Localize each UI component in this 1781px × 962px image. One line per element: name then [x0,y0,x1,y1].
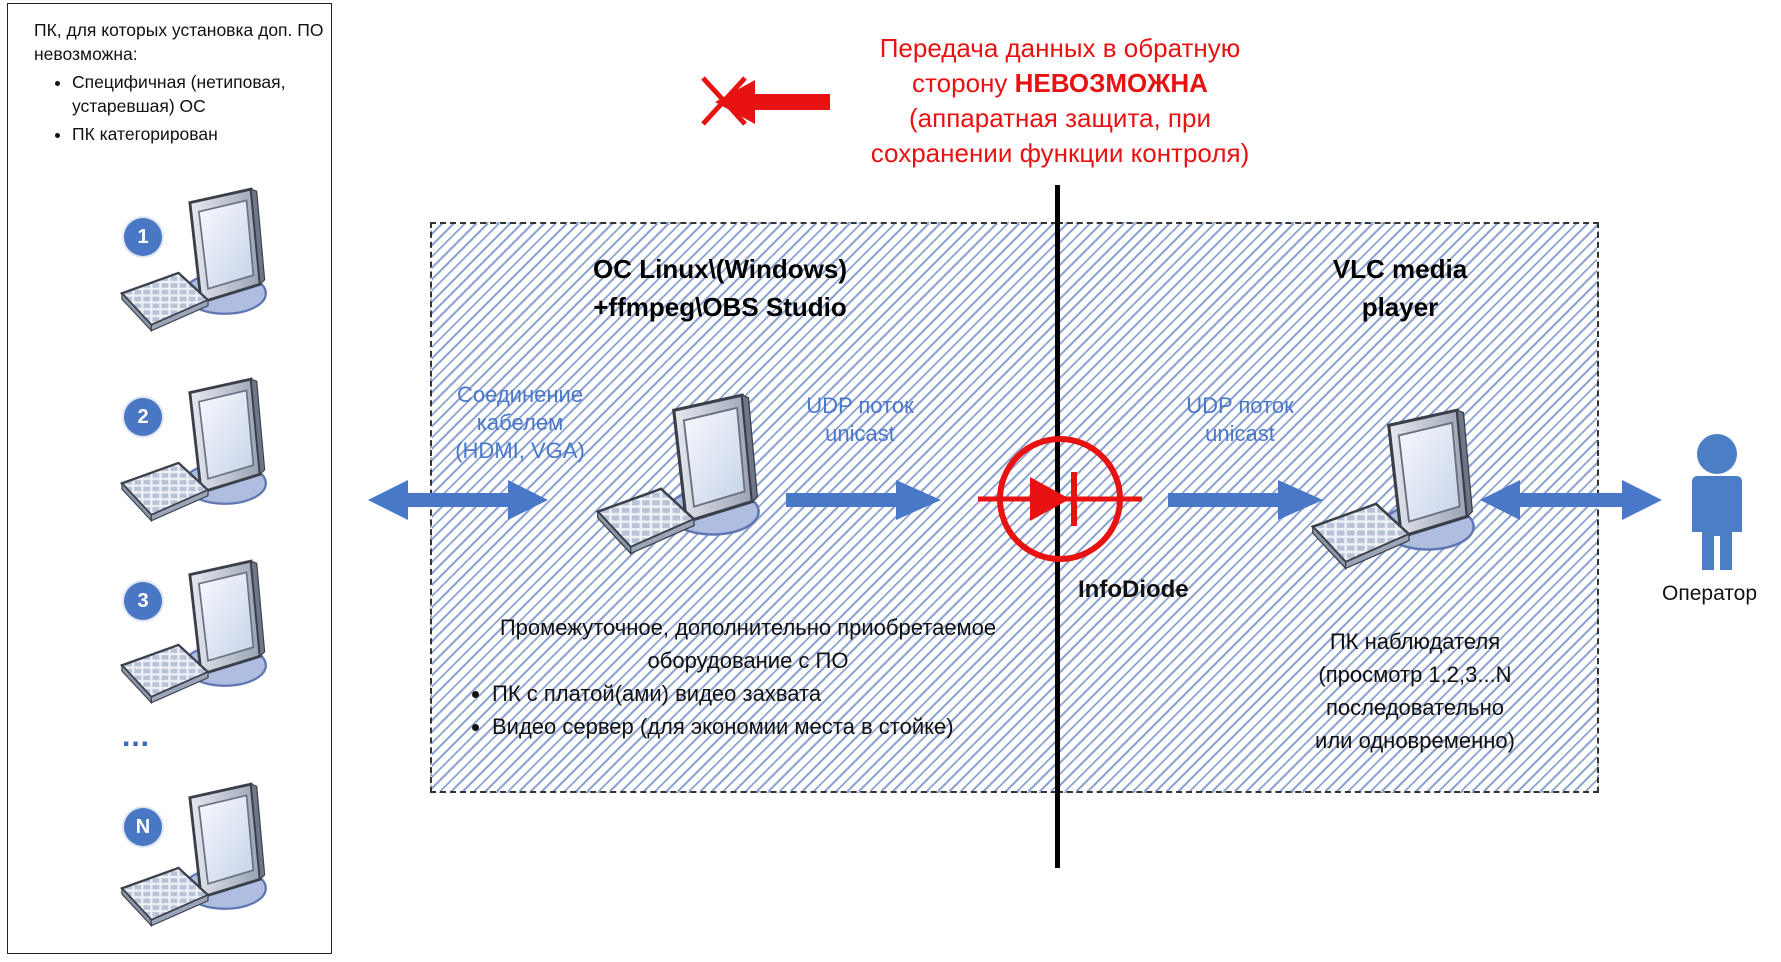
computer-icon [580,385,770,575]
warning-line: Передача данных в обратную [879,33,1241,63]
operator-label: Оператор [1662,582,1758,605]
intermediate-software-title: ОС Linux\(Windows) +ffmpeg\OBS Studio [593,254,847,322]
udp-stream-label: UDP поток unicast [1186,393,1294,446]
udp-arrow-icon [786,480,941,520]
computer-icon [106,775,276,945]
hardware-bullet: Видео сервер (для экономии места в стойк… [492,710,1058,743]
viewer-software-title: VLC media player [1332,254,1468,322]
warning-emphasis: НЕВОЗМОЖНА [1014,68,1208,98]
observer-pc-description: ПК наблюдателя (просмотр 1,2,3...N после… [1315,629,1515,753]
warning-line: (аппаратная защита, при [909,103,1211,133]
computer-number-badge: N [124,808,162,846]
computer-icon [106,180,276,350]
connection-label: Соединение кабелем (HDMI, VGA) [455,382,585,463]
reverse-transfer-warning: Передача данных в обратную сторону НЕВОЗ… [820,31,1300,171]
double-arrow-icon [1480,480,1662,520]
warning-line: сохранении функции контроля) [870,138,1250,168]
udp-stream-label: UDP поток unicast [806,393,914,446]
legacy-pcs-description: ПК, для которых установка доп. ПО невозм… [34,18,332,150]
ellipsis: ... [121,720,150,753]
legacy-pcs-intro: ПК, для которых установка доп. ПО невозм… [34,20,324,64]
computer-number-badge: 2 [124,398,162,436]
computer-number-badge: 1 [124,218,162,256]
diode-label: InfoDiode [1078,576,1189,603]
computer-icon [1295,400,1485,590]
legacy-pcs-bullets: Специфичная (нетиповая, устаревшая) ОС П… [34,70,332,146]
intermediate-description: Промежуточное, дополнительно приобретаем… [458,611,1058,743]
computer-number-badge: 3 [124,582,162,620]
blocked-arrow-icon [701,76,830,126]
udp-arrow-icon [1168,480,1323,520]
person-icon [1692,434,1742,570]
double-arrow-icon [368,480,548,520]
computer-icon [106,552,276,722]
hardware-bullet: ПК с платой(ами) видео захвата [492,677,1058,710]
warning-line: сторону НЕВОЗМОЖНА [912,68,1208,98]
security-boundary-line [1055,185,1060,868]
legacy-pcs-bullet: Специфичная (нетиповая, устаревшая) ОС [72,70,332,118]
computer-icon [106,370,276,540]
legacy-pcs-bullet: ПК категорирован [72,122,332,146]
diode-icon [978,436,1142,562]
